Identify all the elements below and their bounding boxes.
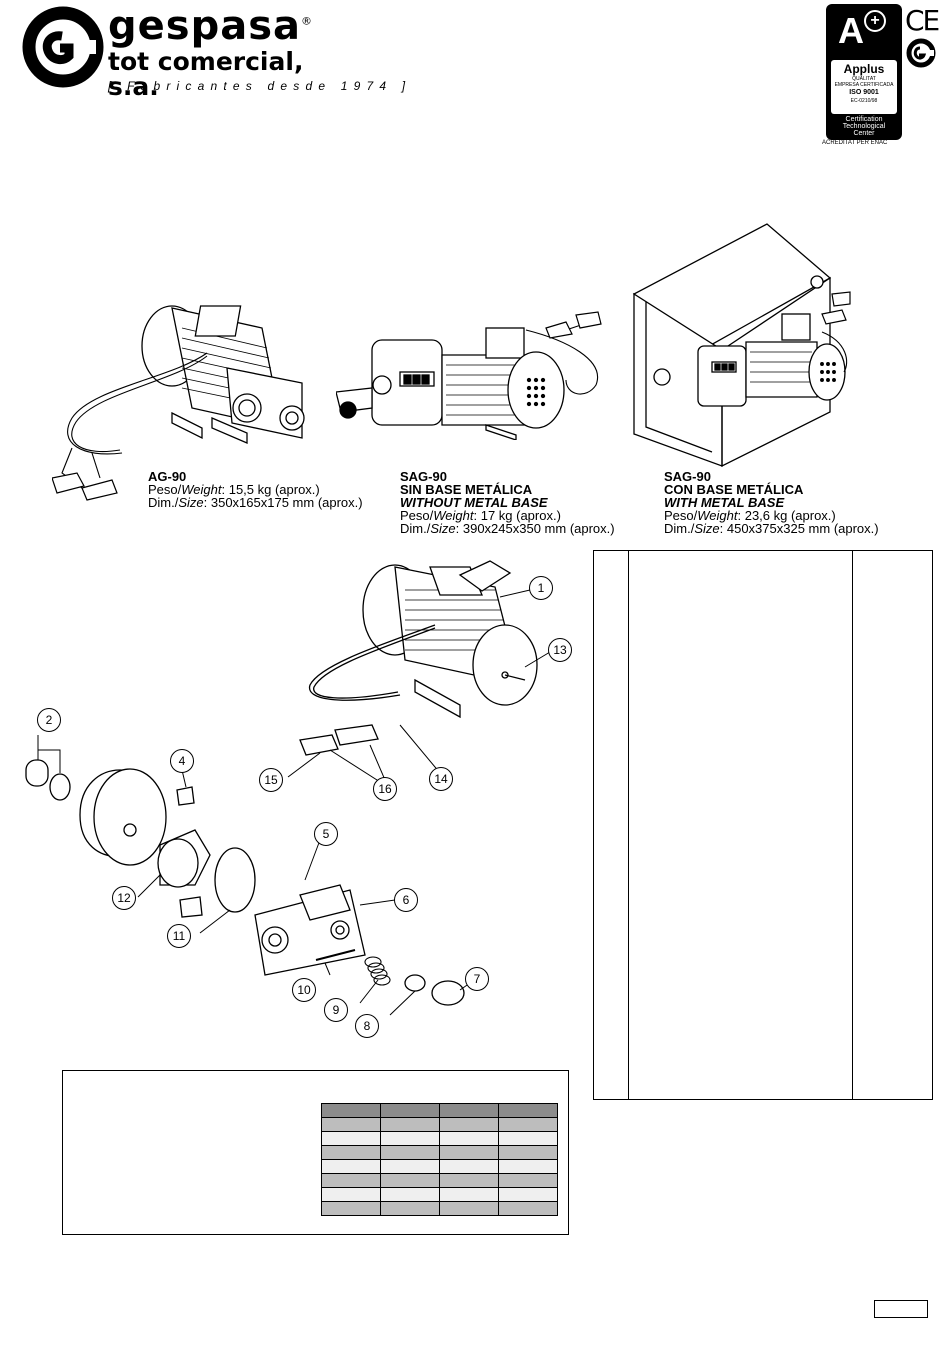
model-name: SAG-90: [664, 469, 711, 484]
ag90-pump-illustration: [52, 305, 305, 501]
variant-es: CON BASE METÁLICA: [664, 482, 804, 497]
parts-list-divider: [628, 551, 629, 1099]
parts-list-divider: [852, 551, 853, 1099]
cert-line: EMPRESA CERTIFICADA: [834, 82, 894, 88]
table-row: [321, 1201, 558, 1216]
cert-panel: Applus QUALITAT EMPRESA CERTIFICADA ISO …: [831, 60, 897, 114]
callout-11: 11: [167, 924, 191, 948]
exploded-view-diagram: [25, 560, 551, 1016]
callout-10: 10: [292, 978, 316, 1002]
size-line: Dim./Size: 450x375x325 mm (aprox.): [664, 521, 879, 536]
cert-line: QUALITAT: [852, 76, 876, 82]
callout-9: 9: [324, 998, 348, 1022]
accreditation-text: ACREDITAT PER ENAC: [822, 140, 888, 146]
cert-center: Center: [853, 130, 875, 137]
callout-15: 15: [259, 768, 283, 792]
callout-5: 5: [314, 822, 338, 846]
sag90-with-base-illustration: [632, 223, 851, 468]
brand-name: gespasa®: [108, 3, 313, 49]
parts-list-box: [593, 550, 933, 1100]
cert-center: Technological: [842, 123, 886, 130]
callout-8: 8: [355, 1014, 379, 1038]
table-row: [321, 1131, 558, 1146]
callout-6: 6: [394, 888, 418, 912]
table-row: [321, 1103, 558, 1118]
applus-brand: Applus: [843, 62, 885, 76]
cert-standard: ISO 9001: [849, 89, 879, 96]
product-caption-ag90: AG-90 Peso/Weight: 15,5 kg (aprox.) Dim.…: [148, 470, 363, 509]
gespasa-small-logo-icon: [906, 38, 936, 68]
size-line: Dim./Size: 350x165x175 mm (aprox.): [148, 495, 363, 510]
table-row: [321, 1173, 558, 1188]
product-caption-sag90-no-base: SAG-90 SIN BASE METÁLICA WITHOUT METAL B…: [400, 470, 615, 535]
table-row: [321, 1187, 558, 1202]
cert-grade: A+: [838, 10, 886, 52]
callout-7: 7: [465, 967, 489, 991]
variant-en: WITH METAL BASE: [664, 495, 785, 510]
weight-line: Peso/Weight: 23,6 kg (aprox.): [664, 508, 836, 523]
table-row: [321, 1145, 558, 1160]
callout-14: 14: [429, 767, 453, 791]
page-number-box: [874, 1300, 928, 1318]
callout-12: 12: [112, 886, 136, 910]
cert-center: Certification: [845, 116, 883, 123]
callout-16: 16: [373, 777, 397, 801]
model-name: AG-90: [148, 469, 187, 484]
variant-es: SIN BASE METÁLICA: [400, 482, 533, 497]
sag90-no-base-illustration: [336, 311, 602, 440]
variant-en: WITHOUT METAL BASE: [400, 495, 548, 510]
callout-4: 4: [170, 749, 194, 773]
ce-mark: CE: [905, 4, 940, 37]
specifications-table: [321, 1103, 558, 1216]
specifications-box: [62, 1070, 569, 1235]
company-name: tot comercial, s.a.: [108, 47, 304, 101]
weight-line: Peso/Weight: 17 kg (aprox.): [400, 508, 561, 523]
company-logo: gespasa® tot comercial, s.a. [ Fabricant…: [22, 3, 405, 101]
cert-code: EC-0210/98: [850, 98, 878, 104]
size-line: Dim./Size: 390x245x350 mm (aprox.): [400, 521, 615, 536]
table-row: [321, 1159, 558, 1174]
callout-2: 2: [37, 708, 61, 732]
weight-line: Peso/Weight: 15,5 kg (aprox.): [148, 482, 320, 497]
callout-1: 1: [529, 576, 553, 600]
gespasa-g-logo-icon: [22, 6, 104, 88]
iso-certification-badge: A+ Applus QUALITAT EMPRESA CERTIFICADA I…: [826, 4, 902, 140]
model-name: SAG-90: [400, 469, 447, 484]
callout-13: 13: [548, 638, 572, 662]
brand-tagline: [ Fabricantes desde 1974 ]: [108, 79, 412, 93]
product-caption-sag90-with-base: SAG-90 CON BASE METÁLICA WITH METAL BASE…: [664, 470, 879, 535]
table-row: [321, 1117, 558, 1132]
